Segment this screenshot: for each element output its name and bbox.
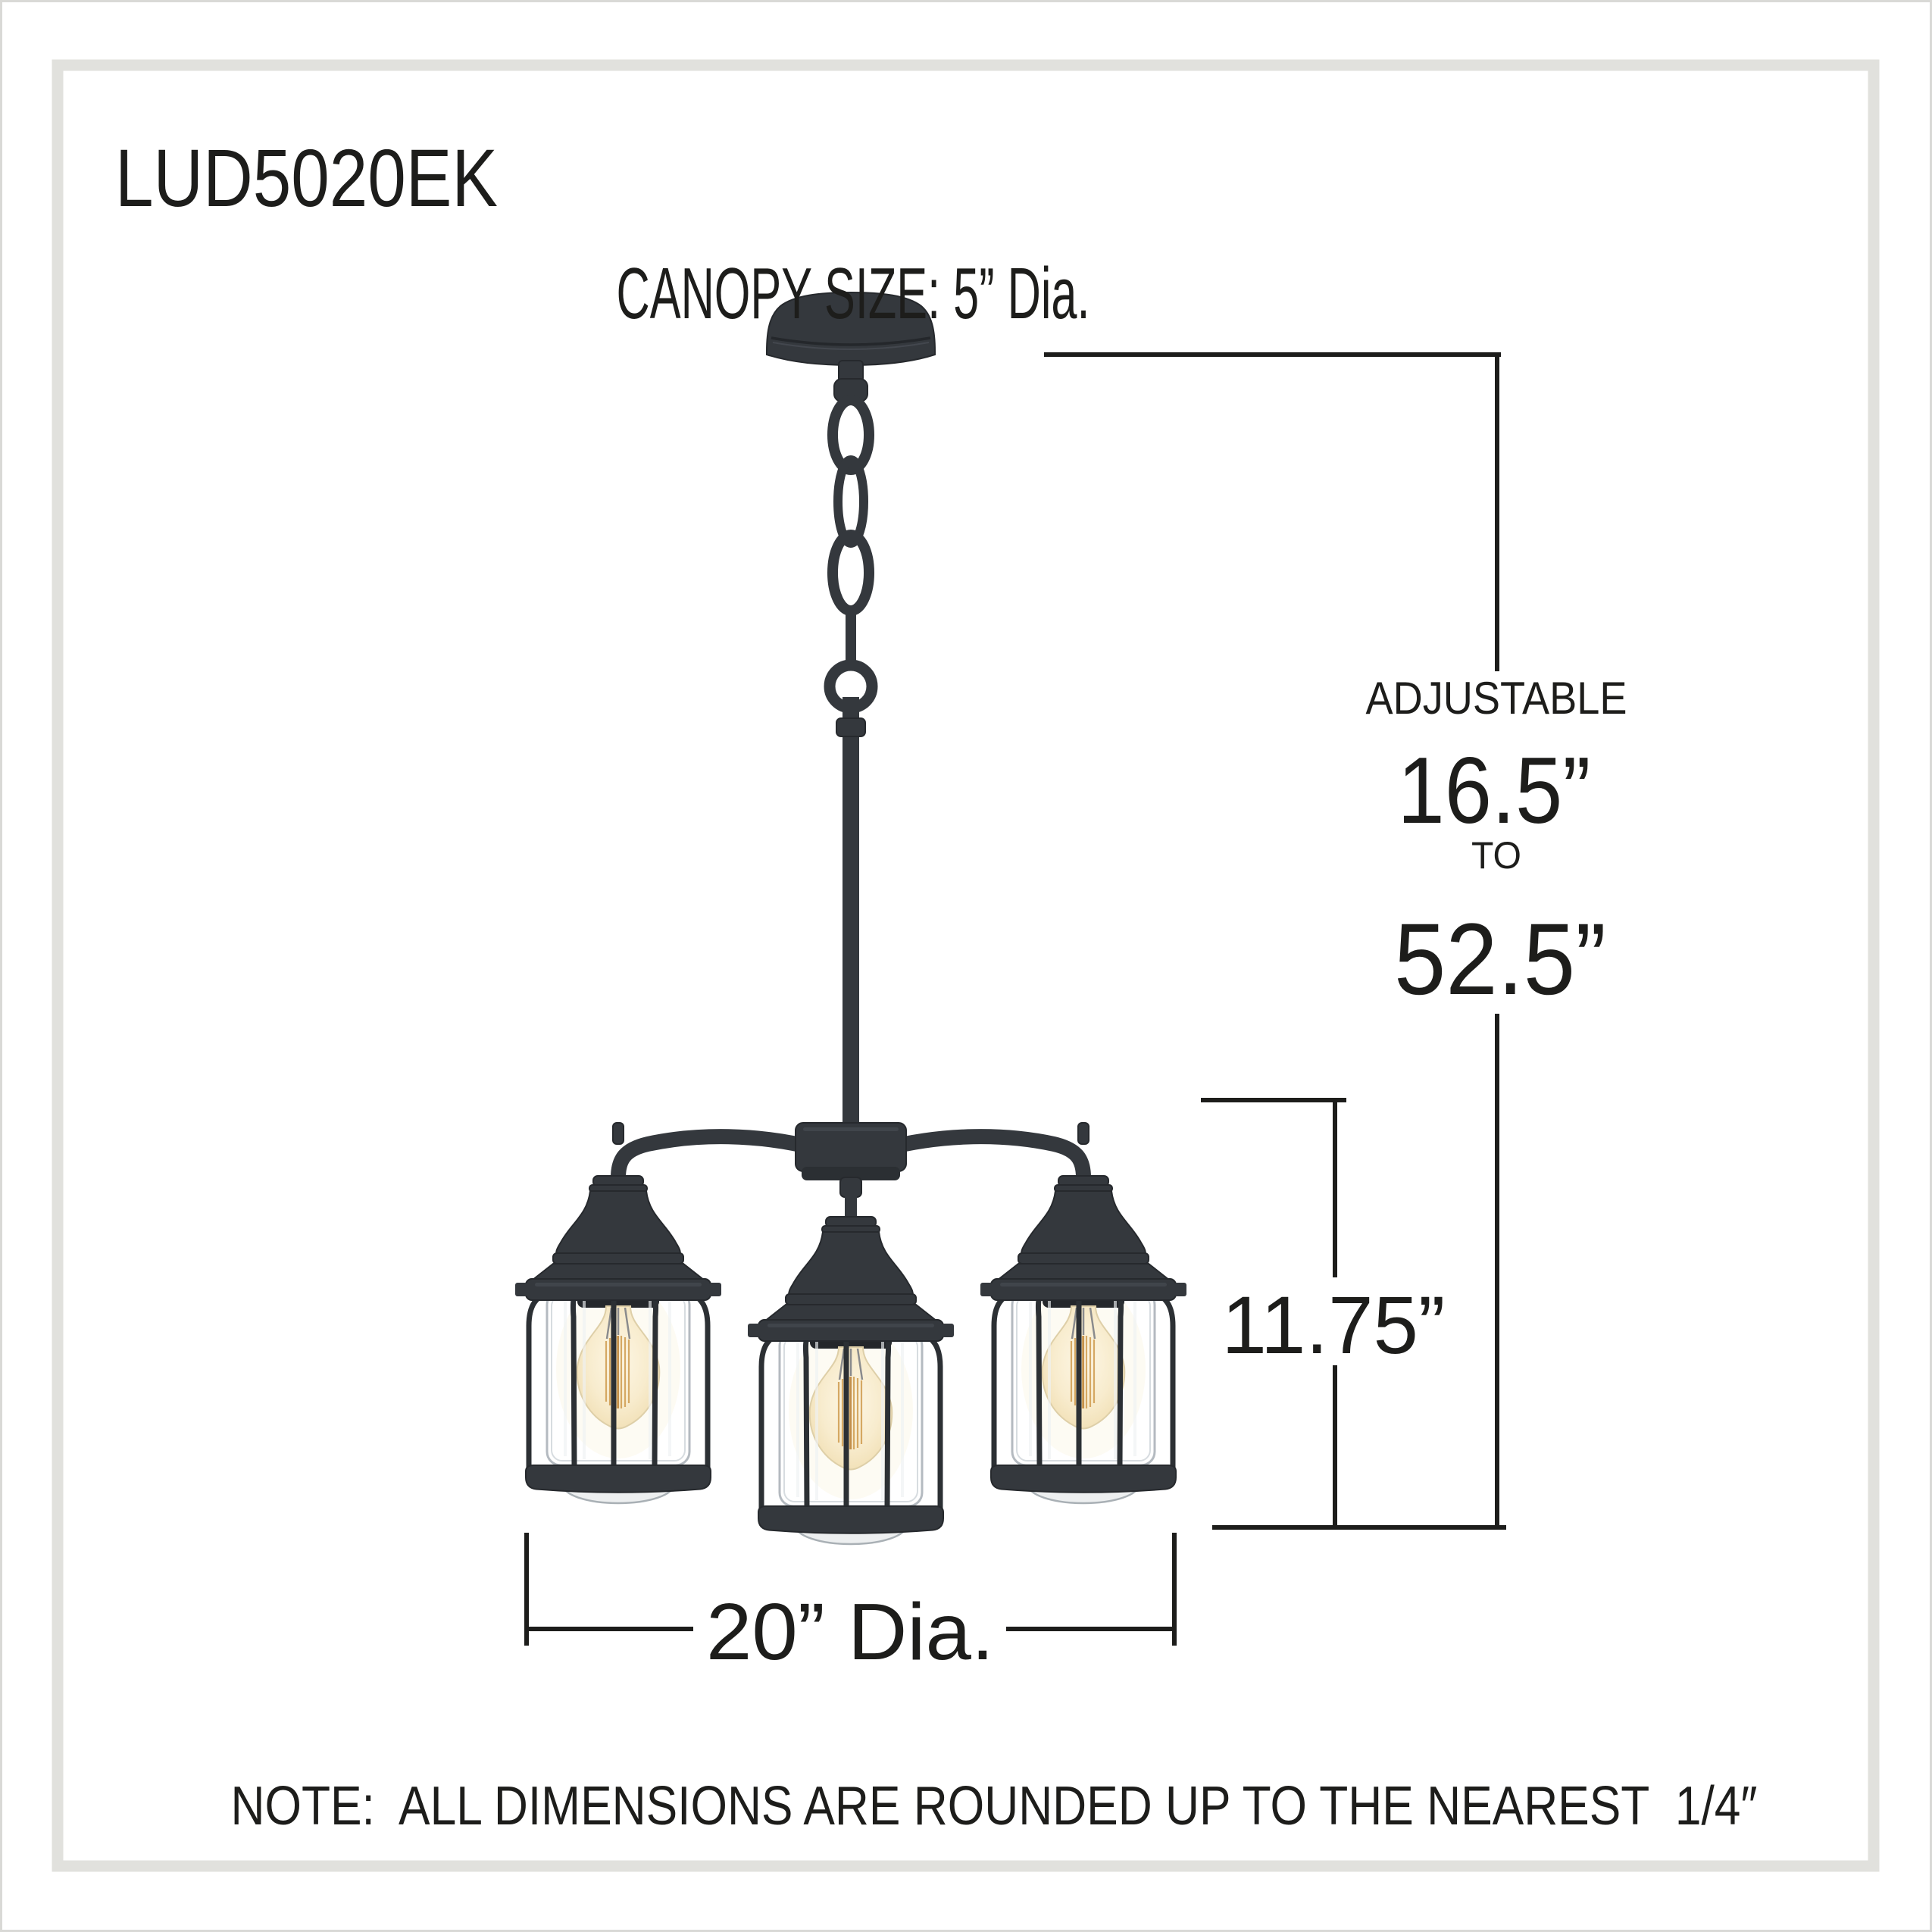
hub-highlight [803, 1127, 899, 1131]
adjustable-to-label: TO [1471, 834, 1521, 877]
rod [843, 697, 859, 1127]
inset-frame [52, 59, 1880, 1872]
adjustable-min-value: 16.5” [1398, 739, 1591, 843]
adjustable-height-dimension [1044, 352, 1506, 1530]
adjustable-label: ADJUSTABLE [1366, 673, 1627, 724]
right-arm [877, 1129, 1091, 1185]
center-stem [845, 1196, 857, 1221]
canopy-rim-groove [771, 336, 931, 346]
center-nipple [839, 1177, 862, 1198]
lamp-left [515, 1176, 721, 1503]
dimensions-note: NOTE: ALL DIMENSIONS ARE ROUNDED UP TO T… [231, 1776, 1758, 1837]
model-number: LUD5020EK [115, 132, 498, 224]
down-rod [836, 697, 866, 1127]
center-hub [795, 1122, 907, 1221]
fixture-arms [611, 1122, 1091, 1185]
canopy-size-label: CANOPY SIZE: 5” Dia. [617, 253, 1090, 334]
hub-lower-lip [802, 1167, 900, 1180]
hanging-chain [824, 395, 878, 714]
lamp-center [748, 1217, 954, 1544]
chain-link [833, 455, 868, 548]
chain-link [827, 395, 874, 475]
diameter-dimension [524, 1533, 1177, 1646]
lamp-right [980, 1176, 1186, 1503]
cage-height-dimension [1201, 1098, 1346, 1527]
left-elbow-pin [612, 1122, 624, 1145]
canopy-rim-highlight [772, 342, 930, 350]
chain-connector [846, 606, 856, 670]
right-elbow-pin [1077, 1122, 1089, 1145]
diameter-value: 20” Dia. [706, 1587, 994, 1677]
adjustable-max-value: 52.5” [1394, 903, 1606, 1016]
rod-collar [836, 717, 866, 737]
cage-height-value: 11.75” [1222, 1279, 1446, 1371]
left-arm [611, 1129, 824, 1185]
ceiling-canopy [766, 291, 936, 402]
